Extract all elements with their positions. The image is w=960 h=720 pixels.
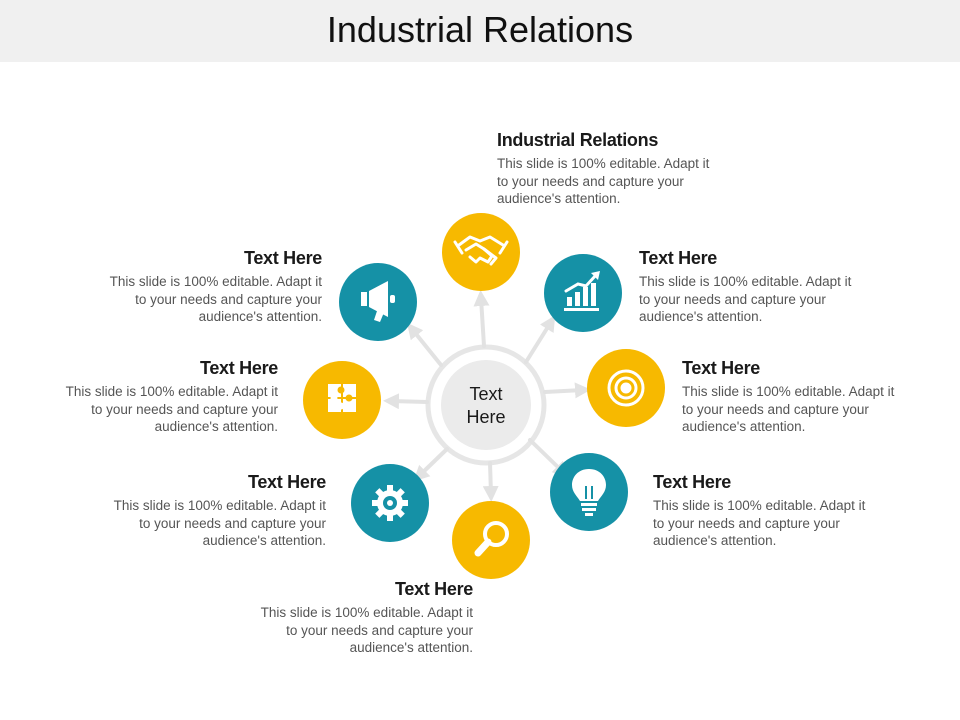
item-body: This slide is 100% editable. Adapt it to…: [497, 156, 710, 206]
item-body: This slide is 100% editable. Adapt it to…: [65, 384, 278, 434]
node-magnifier: [452, 501, 530, 579]
node-growth-chart: [544, 254, 622, 332]
center-label-text: Text Here: [466, 384, 506, 427]
node-gear: [351, 464, 429, 542]
node-target: [587, 349, 665, 427]
center-label: Text Here: [441, 361, 531, 451]
target-icon: [607, 369, 645, 407]
node-lightbulb: [550, 453, 628, 531]
connector-arrows: [383, 290, 591, 502]
item-body: This slide is 100% editable. Adapt it to…: [682, 384, 895, 434]
title-bar: Industrial Relations: [0, 0, 960, 62]
puzzle-icon: [328, 384, 356, 412]
item-heading: Industrial Relations: [497, 130, 659, 150]
page-title: Industrial Relations: [326, 9, 634, 50]
item-heading: Text Here: [653, 472, 732, 492]
node-handshake: [442, 213, 520, 291]
item-body: This slide is 100% editable. Adapt it to…: [639, 274, 852, 324]
hub-ring: [425, 344, 547, 466]
item-heading: Text Here: [247, 472, 326, 492]
text-block-top-left: Text Here This slide is 100% editable. A…: [97, 248, 323, 326]
text-block-top-right: Text Here This slide is 100% editable. A…: [639, 248, 864, 326]
text-block-bottom-right: Text Here This slide is 100% editable. A…: [653, 472, 878, 550]
item-heading: Text Here: [243, 248, 322, 268]
text-block-top: Industrial Relations This slide is 100% …: [497, 130, 722, 208]
text-block-bottom-left: Text Here This slide is 100% editable. A…: [101, 472, 327, 550]
node-puzzle: [303, 361, 381, 439]
connector-arrow: [543, 382, 591, 399]
item-heading: Text Here: [639, 248, 718, 268]
connector-arrow: [524, 315, 556, 364]
connector-arrow: [528, 438, 569, 478]
lightbulb-icon: [572, 469, 606, 516]
growth-chart-icon: [564, 271, 600, 311]
connector-arrow: [482, 461, 499, 502]
hub-circle: [441, 360, 531, 450]
item-body: This slide is 100% editable. Adapt it to…: [113, 498, 326, 548]
item-heading: Text Here: [394, 579, 473, 599]
handshake-icon: [453, 235, 509, 266]
connector-arrow: [406, 322, 443, 367]
item-heading: Text Here: [682, 358, 761, 378]
megaphone-icon: [361, 281, 395, 322]
connector-arrow: [413, 447, 449, 482]
text-block-left: Text Here This slide is 100% editable. A…: [53, 358, 279, 436]
item-body: This slide is 100% editable. Adapt it to…: [260, 605, 473, 655]
text-block-bottom: Text Here This slide is 100% editable. A…: [248, 579, 474, 657]
item-heading: Text Here: [199, 358, 278, 378]
item-body: This slide is 100% editable. Adapt it to…: [109, 274, 322, 324]
gear-icon: [372, 485, 408, 521]
connector-arrow: [383, 393, 429, 410]
node-megaphone: [339, 263, 417, 341]
text-block-right: Text Here This slide is 100% editable. A…: [682, 358, 907, 436]
item-body: This slide is 100% editable. Adapt it to…: [653, 498, 866, 548]
connector-arrow: [473, 290, 490, 348]
magnifier-icon: [474, 521, 509, 557]
